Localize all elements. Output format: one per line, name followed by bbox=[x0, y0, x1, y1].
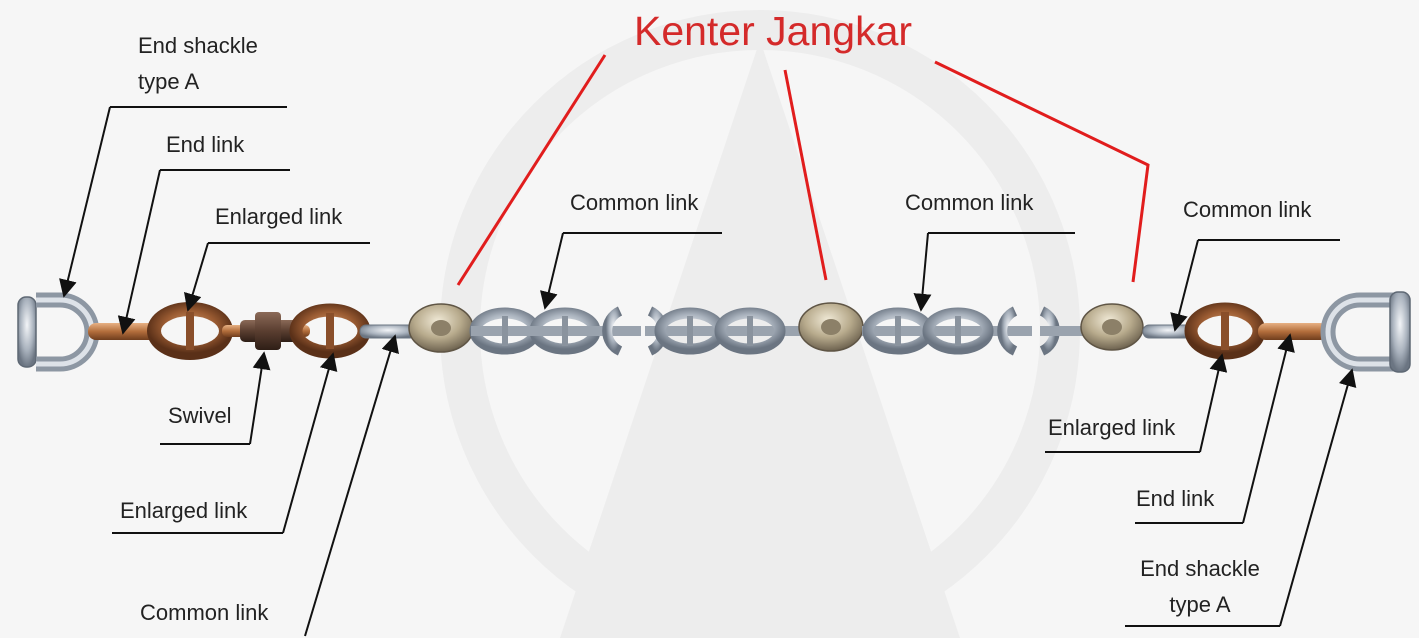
chain-segment-2 bbox=[645, 306, 805, 356]
label-enlarged-link-bottom-left: Enlarged link bbox=[120, 498, 248, 523]
label-end-shackle-left-text: End shackle type A bbox=[138, 33, 258, 94]
label-common-link-1: Common link bbox=[570, 190, 699, 215]
label-common-link-3: Common link bbox=[1183, 197, 1312, 222]
chain-segment-3 bbox=[862, 306, 1090, 356]
chain-segment-1 bbox=[469, 306, 641, 356]
kenter-shackle-2 bbox=[798, 302, 864, 352]
enlarged-link-right bbox=[1184, 302, 1266, 360]
label-common-link-2: Common link bbox=[905, 190, 1034, 215]
leader-lines bbox=[59, 106, 1357, 637]
label-enlarged-link-right: Enlarged link bbox=[1048, 415, 1176, 440]
label-end-shackle-right-text: End shackle type A bbox=[1140, 556, 1260, 617]
kenter-callout-lines bbox=[456, 54, 1150, 286]
common-link-left bbox=[359, 324, 417, 339]
label-swivel: Swivel bbox=[168, 403, 232, 428]
end-shackle-right bbox=[1320, 291, 1411, 373]
label-end-shackle-left: End shackle type A bbox=[138, 28, 258, 100]
label-end-shackle-right: End shackle type A bbox=[1140, 551, 1260, 623]
label-end-link-left: End link bbox=[166, 132, 245, 157]
label-end-link-right: End link bbox=[1136, 486, 1215, 511]
end-shackle-left bbox=[17, 292, 100, 372]
swivel bbox=[240, 312, 310, 350]
label-common-link-bottom: Common link bbox=[140, 600, 269, 625]
end-link-right bbox=[1258, 323, 1328, 340]
kenter-shackle-3 bbox=[1080, 303, 1144, 351]
kenter-shackle-1 bbox=[408, 303, 474, 353]
enlarged-link-left-1 bbox=[147, 302, 233, 360]
label-enlarged-link-top-left: Enlarged link bbox=[215, 204, 343, 229]
diagram-title: Kenter Jangkar bbox=[633, 8, 913, 54]
